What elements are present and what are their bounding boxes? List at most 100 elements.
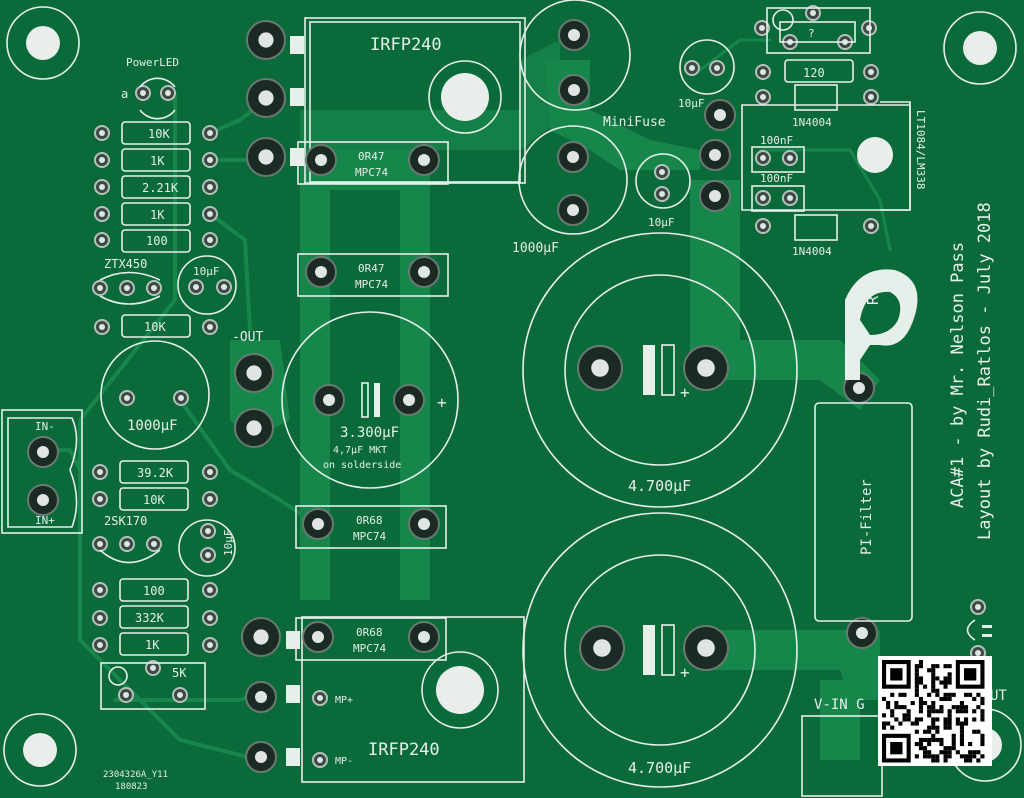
drill-hole [709,190,721,202]
drill-hole [787,155,793,161]
drill-hole [323,394,335,406]
drill-hole [255,751,267,763]
source-resistors: 0R47 MPC74 0R47 MPC74 0R68 MPC74 0R68 MP… [295,141,449,661]
left-labels: PowerLED a ZTX450 10µF -OUT 1000µF IN- I… [1,56,263,792]
mounting-hole-icon [23,733,57,767]
left-resistors: 10K 1K 2.21K 1K 100 10K 39.2K 10K 100 33… [119,121,191,656]
drill-hole [418,266,430,278]
drill-hole [567,204,579,216]
drill-hole [258,149,274,165]
drill-hole [207,469,213,475]
svg-text:+: + [680,383,690,402]
drill-hole [37,446,49,458]
diode-label: 1N4004 [792,245,832,258]
drill-hole [221,284,227,290]
batch-code: 2304326A_Y11 [103,770,168,780]
drill-hole [312,631,324,643]
drill-hole [124,541,130,547]
cap-label: 100nF [760,134,793,147]
vin-connector: V-IN G UT [801,619,1007,797]
logo-r-icon: R [864,295,882,305]
drill-hole [207,587,213,593]
res-label: 1K [145,638,160,652]
drill-hole [868,223,874,229]
drill-hole [151,285,157,291]
res-label: 10K [148,127,170,141]
res-label: 120 [803,66,825,80]
drill-hole [207,130,213,136]
drill-hole [37,494,49,506]
cap-label: 10µF [193,265,220,278]
res-type: MPC74 [355,166,388,179]
drill-hole [99,237,105,243]
regulator-label: LT1084/LM338 [914,110,927,189]
cap-label: 3.300µF [340,425,399,441]
drill-hole [975,650,981,656]
cap-label: 10µF [222,530,235,557]
drill-hole [207,211,213,217]
drill-hole [97,469,103,475]
jfet-label: 2SK170 [104,514,147,528]
drill-hole [714,109,726,121]
cap-note: on solderside [323,460,401,471]
res-label: 332K [135,611,165,625]
res-value: 0R68 [356,514,383,527]
drill-hole [868,94,874,100]
mounting-hole-icon [26,26,60,60]
res-label: 39.2K [137,466,174,480]
unknown-part-label: ? [808,27,815,40]
power-led-label: PowerLED [126,56,179,69]
mosfet-top-label: IRFP240 [370,35,442,55]
drill-hole [207,642,213,648]
drill-hole [207,615,213,621]
small-pads [92,5,986,768]
output-capacitor: + 3.300µF 4,7µF MKT on solderside [281,311,459,489]
out-label: UT [990,688,1007,704]
drill-hole [207,157,213,163]
drill-hole [317,757,323,763]
designer-logo: R [845,269,918,380]
drill-hole [97,496,103,502]
mp-minus-label: MP- [335,756,353,767]
drill-hole [866,25,872,31]
drill-hole [810,10,816,16]
drill-hole [418,518,430,530]
drill-hole [868,69,874,75]
reservoir-caps: + 4.700µF + 4.700µF [522,232,798,788]
mp-plus-label: MP+ [335,695,353,706]
large-pads [27,19,878,773]
res-label: 10K [143,493,165,507]
qr-code-icon [878,656,992,766]
mosfet-top: IRFP240 [290,17,526,184]
drill-hole [99,184,105,190]
res-type: MPC74 [353,530,386,543]
title-line-1: ACA#1 - by Mr. Nelson Pass [948,242,968,508]
drill-hole [99,324,105,330]
drill-hole [246,420,262,436]
trimmer-label: 5K [172,666,187,680]
res-label: 1K [150,208,165,222]
drill-hole [205,552,211,558]
drill-hole [258,90,274,106]
drill-hole [853,382,865,394]
cap-label: 10µF [648,216,675,229]
drill-hole [99,157,105,163]
cap-label: 1000µF [512,241,559,256]
mosfet-bottom: IRFP240 MP+ MP- [286,616,525,783]
res-value: 0R47 [358,262,385,275]
drill-hole [418,631,430,643]
drill-hole [975,604,981,610]
drill-hole [123,692,129,698]
drill-hole [151,541,157,547]
drill-hole [177,692,183,698]
drill-hole [207,237,213,243]
drill-hole [124,285,130,291]
drill-hole [567,151,579,163]
drill-hole [760,69,766,75]
mounting-hole-icon [963,31,997,65]
svg-text:+: + [680,663,690,682]
res-label: 100 [146,234,168,248]
drill-hole [760,223,766,229]
drill-hole [697,359,715,377]
